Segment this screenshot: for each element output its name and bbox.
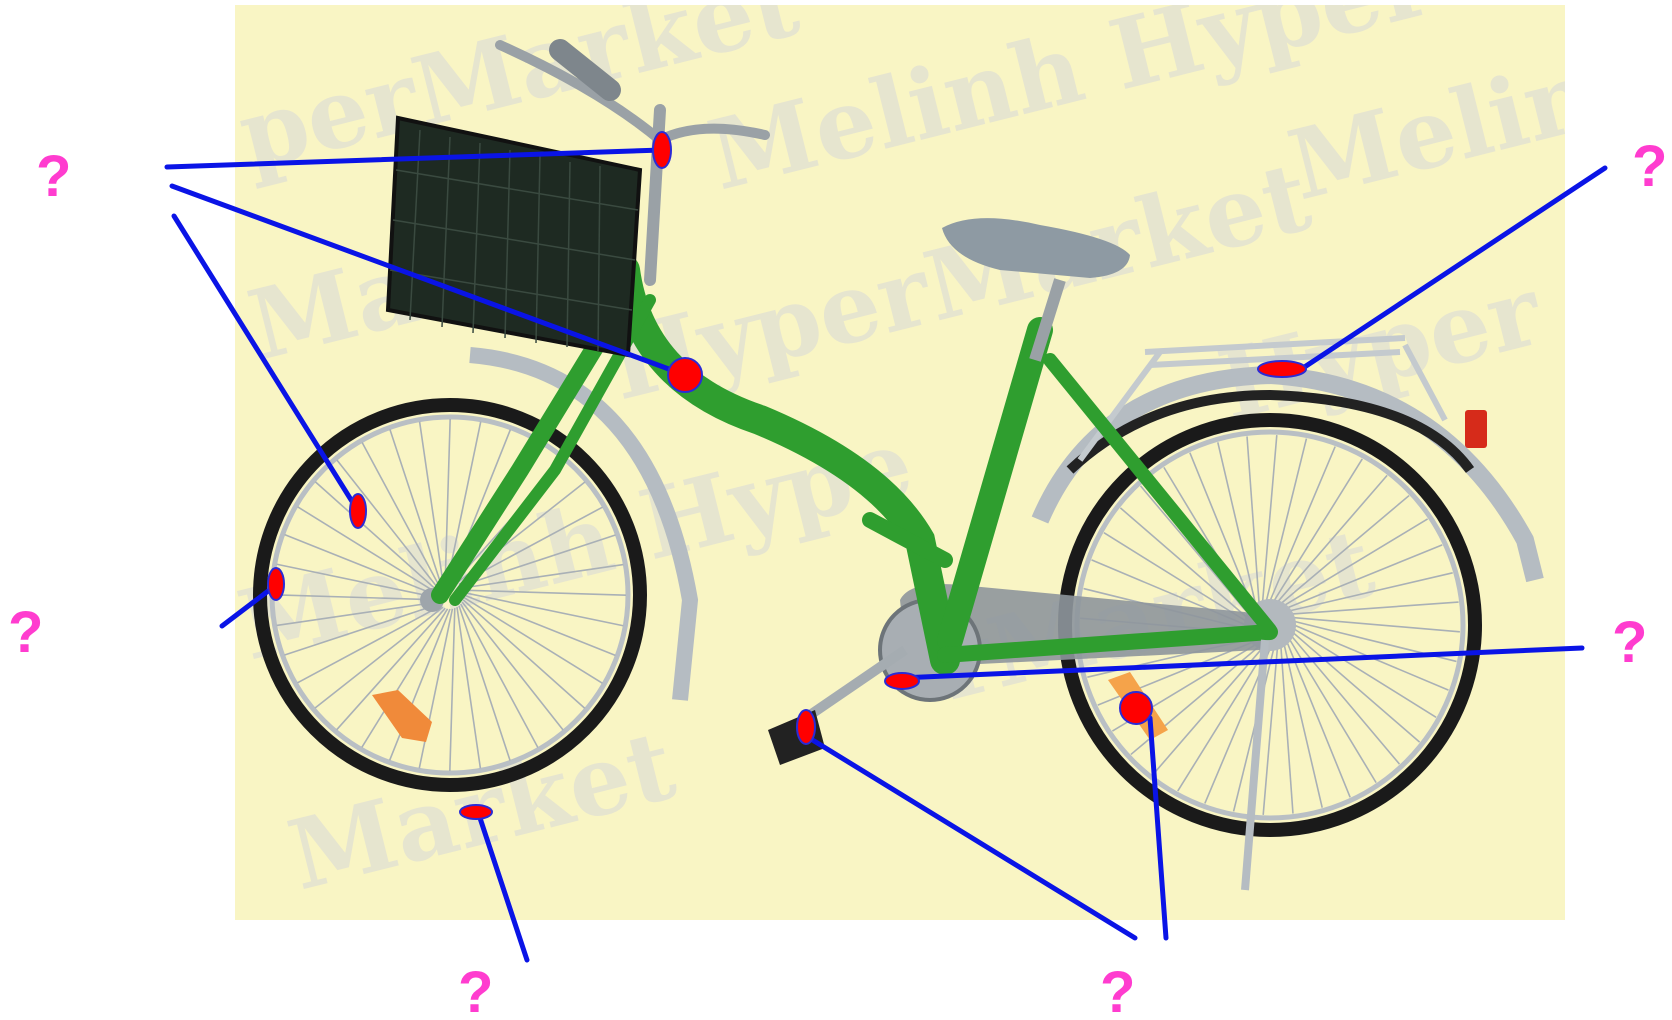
- question-label-top-right: ?: [1632, 134, 1667, 199]
- marker-tire: [460, 805, 492, 819]
- marker-chainwheel: [885, 673, 919, 689]
- marker-carrier: [1258, 361, 1306, 377]
- question-label-left: ?: [8, 600, 43, 665]
- rear-reflector-light: [1465, 410, 1487, 448]
- question-label-top-left: ?: [36, 144, 71, 209]
- question-label-right: ?: [1612, 610, 1647, 675]
- marker-frame: [668, 358, 702, 392]
- marker-rear-reflector: [1120, 692, 1152, 724]
- bicycle-photo: perMarket Melinh Hyper Market Melinh Hyp…: [228, 0, 1672, 920]
- marker-handlebar: [653, 132, 671, 168]
- question-label-bottom-left: ?: [458, 960, 493, 1020]
- marker-rim: [268, 568, 284, 600]
- question-label-bottom-right: ?: [1100, 960, 1135, 1020]
- marker-spoke: [350, 494, 366, 528]
- marker-pedal: [797, 710, 815, 744]
